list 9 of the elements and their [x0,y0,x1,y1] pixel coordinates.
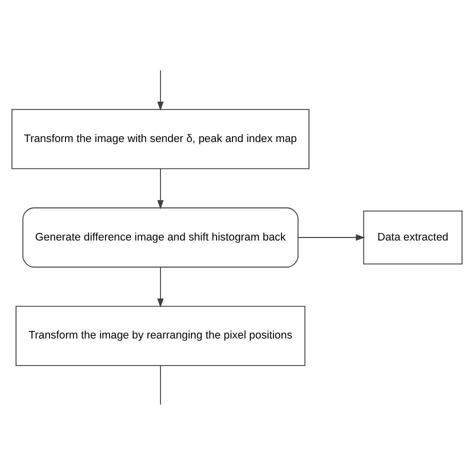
arrow [157,266,164,308]
node-box: Transform the image by rearranging the pixel positions [16,305,306,366]
node-box: Data extracted [363,210,463,264]
connector [160,364,161,405]
arrow [298,234,365,240]
arrow [157,168,164,209]
node-box: Transform the image with sender δ, peak and index map [11,108,310,169]
arrow [157,69,164,110]
node-box: Generate difference image and shift histogram back [22,206,298,268]
